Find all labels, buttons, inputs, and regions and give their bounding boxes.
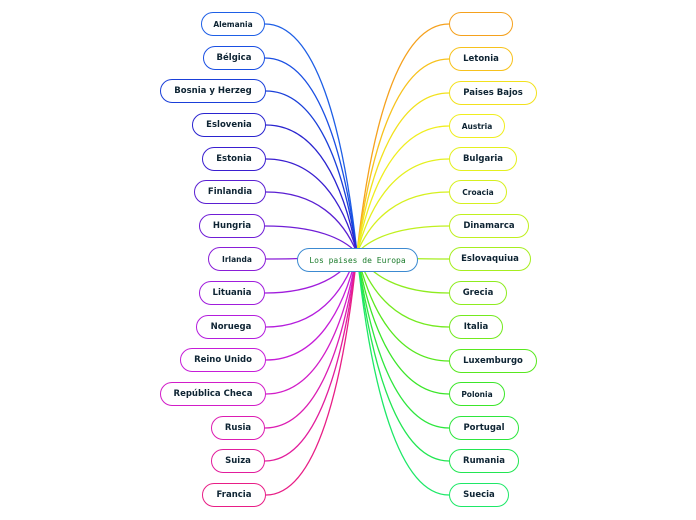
connector-left-bosnia-y-herzeg xyxy=(265,90,358,254)
topic-label: Suecia xyxy=(463,490,495,500)
topic-eslovaquiua[interactable]: Eslovaquiua xyxy=(449,247,531,271)
topic-label: Francia xyxy=(216,490,252,500)
topic-label: Dinamarca xyxy=(463,221,515,231)
topic-republica-checa[interactable]: República Checa xyxy=(160,382,266,406)
topic-label: Grecia xyxy=(462,288,494,298)
topic-estonia[interactable]: Estonia xyxy=(202,147,266,171)
topic-label: Paises Bajos xyxy=(463,88,523,98)
central-topic-label: Los paises de Europa xyxy=(309,255,406,265)
central-topic[interactable]: Los paises de Europa xyxy=(297,248,418,272)
topic-grecia[interactable]: Grecia xyxy=(449,281,507,305)
connector-left-rusia xyxy=(264,252,358,429)
topic-finlandia[interactable]: Finlandia xyxy=(194,180,266,204)
topic-rusia[interactable]: Rusia xyxy=(211,416,265,440)
topic-bulgaria[interactable]: Bulgaria xyxy=(449,147,517,171)
topic-belgica[interactable]: Bélgica xyxy=(203,46,265,70)
topic-label: República Checa xyxy=(173,389,253,399)
topic-noruega[interactable]: Noruega xyxy=(196,315,266,339)
topic-reino-unido[interactable]: Reino Unido xyxy=(180,348,266,372)
topic-label: Bosnia y Herzeg xyxy=(174,86,252,96)
connector-right-paises-bajos xyxy=(356,92,450,254)
topic-label: Alemania xyxy=(213,19,253,29)
topic-label: Suiza xyxy=(225,456,251,466)
topic-label: Finlandia xyxy=(207,187,253,197)
connector-left-francia xyxy=(265,252,358,496)
topic-label: Austria xyxy=(461,121,493,131)
topic-label: Bulgaria xyxy=(462,154,504,164)
connector-right-rumania xyxy=(356,252,450,462)
topic-bosnia-y-herzeg[interactable]: Bosnia y Herzeg xyxy=(160,79,266,103)
connector-left-suiza xyxy=(264,252,358,462)
connector-left-estonia xyxy=(265,158,358,254)
topic-label: Irlanda xyxy=(222,254,252,264)
topic-label: Estonia xyxy=(216,154,252,164)
topic-letonia[interactable]: Letonia xyxy=(449,47,513,71)
topic-dinamarca[interactable]: Dinamarca xyxy=(449,214,529,238)
connector-right-luxemburgo xyxy=(356,252,450,362)
topic-irlanda[interactable]: Irlanda xyxy=(208,247,266,271)
topic-rumania[interactable]: Rumania xyxy=(449,449,519,473)
topic-label: Rusia xyxy=(224,423,252,433)
topic-suecia[interactable]: Suecia xyxy=(449,483,509,507)
connector-left-finlandia xyxy=(265,191,358,254)
topic-label: Noruega xyxy=(210,322,252,332)
connector-left-belgica xyxy=(264,57,358,254)
connector-right-blank xyxy=(356,23,450,254)
topic-portugal[interactable]: Portugal xyxy=(449,416,519,440)
topic-label: Lituania xyxy=(212,288,252,298)
topic-label: Polonia xyxy=(461,389,493,399)
topic-label: Portugal xyxy=(463,423,505,433)
topic-label: Hungria xyxy=(212,221,252,231)
connector-right-austria xyxy=(356,125,450,254)
topic-lituania[interactable]: Lituania xyxy=(199,281,265,305)
connector-right-portugal xyxy=(356,252,450,429)
connector-left-alemania xyxy=(264,23,358,254)
topic-label: Rumania xyxy=(463,456,505,466)
connector-left-republica-checa xyxy=(265,252,358,395)
topic-eslovenia[interactable]: Eslovenia xyxy=(192,113,266,137)
topic-label: Luxemburgo xyxy=(463,356,523,366)
topic-label: Croacia xyxy=(462,187,494,197)
connector-right-croacia xyxy=(356,191,450,254)
topic-polonia[interactable]: Polonia xyxy=(449,382,505,406)
topic-francia[interactable]: Francia xyxy=(202,483,266,507)
topic-hungria[interactable]: Hungria xyxy=(199,214,265,238)
topic-italia[interactable]: Italia xyxy=(449,315,503,339)
topic-suiza[interactable]: Suiza xyxy=(211,449,265,473)
topic-paises-bajos[interactable]: Paises Bajos xyxy=(449,81,537,105)
topic-croacia[interactable]: Croacia xyxy=(449,180,507,204)
connector-left-eslovenia xyxy=(265,124,358,254)
connector-right-suecia xyxy=(356,252,450,496)
topic-label: Bélgica xyxy=(216,53,252,63)
topic-luxemburgo[interactable]: Luxemburgo xyxy=(449,349,537,373)
topic-label: Italia xyxy=(463,322,489,332)
connector-right-letonia xyxy=(356,58,450,254)
connector-right-bulgaria xyxy=(356,158,450,254)
topic-label: Reino Unido xyxy=(194,355,252,365)
connector-right-polonia xyxy=(356,252,450,395)
topic-blank[interactable] xyxy=(449,12,513,36)
topic-label: Letonia xyxy=(463,54,499,64)
topic-alemania[interactable]: Alemania xyxy=(201,12,265,36)
connector-left-reino-unido xyxy=(265,252,358,361)
topic-label: Eslovaquiua xyxy=(461,254,519,264)
topic-austria[interactable]: Austria xyxy=(449,114,505,138)
topic-label: Eslovenia xyxy=(206,120,252,130)
